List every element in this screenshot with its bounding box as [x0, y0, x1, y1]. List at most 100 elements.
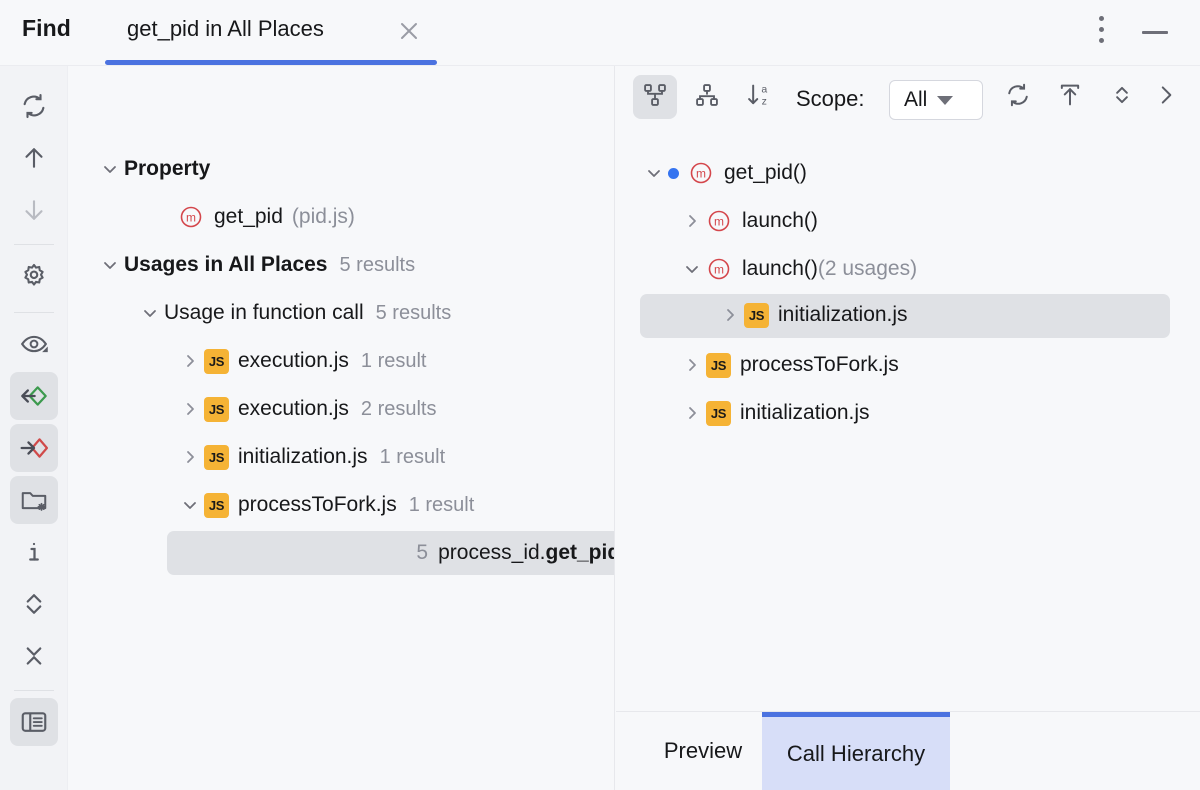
gear-icon	[19, 261, 49, 291]
chevron-right-icon[interactable]	[678, 345, 706, 385]
expand-all-button[interactable]	[10, 580, 58, 628]
collapse-all-icon	[19, 641, 49, 671]
chevron-down-icon	[937, 95, 954, 105]
tree-node-label: Property	[124, 157, 211, 180]
chevron-right-icon[interactable]	[678, 393, 706, 433]
divider	[14, 244, 54, 245]
tree-node-file[interactable]: JS execution.js 2 results	[176, 389, 437, 429]
tree-node-label: Usages in All Places	[124, 253, 328, 276]
rerun-search-button[interactable]	[10, 82, 58, 130]
close-icon[interactable]	[397, 19, 421, 43]
chevron-down-icon[interactable]	[176, 485, 204, 525]
tree-node-count: 1 result	[408, 493, 475, 516]
hierarchy-node-root[interactable]: m get_pid()	[640, 152, 807, 194]
hierarchy-expand-all-button[interactable]	[1100, 75, 1144, 119]
preview-panel-icon	[19, 707, 49, 737]
tree-node-file[interactable]: JS initialization.js 1 result	[176, 437, 445, 477]
tree-node-property-item[interactable]: m get_pid (pid.js)	[178, 197, 355, 237]
callers-hierarchy-button[interactable]	[633, 75, 677, 119]
chevron-down-icon[interactable]	[96, 245, 124, 285]
minimize-icon[interactable]	[1138, 16, 1172, 50]
tree-node-count: 1 result	[360, 349, 427, 372]
tab-preview[interactable]: Preview	[638, 712, 768, 790]
chevron-down-icon[interactable]	[96, 149, 124, 189]
tab-call-hierarchy-label: Call Hierarchy	[786, 740, 926, 766]
chevron-right-icon[interactable]	[176, 341, 204, 381]
hierarchy-node-file[interactable]: JS initialization.js	[678, 392, 870, 434]
tree-node-property-group[interactable]: Property	[96, 149, 210, 189]
js-file-icon: JS	[706, 352, 731, 378]
tree-node-file[interactable]: JS execution.js 1 result	[176, 341, 427, 381]
group-by-directory-button[interactable]	[10, 476, 58, 524]
tab-call-hierarchy[interactable]: Call Hierarchy	[762, 712, 950, 790]
js-file-icon: JS	[204, 396, 229, 422]
toggle-preview-panel-button[interactable]	[10, 698, 58, 746]
hierarchy-toolbar: a z Scope: All	[616, 66, 1200, 132]
hierarchy-node-label: initialization.js	[778, 303, 908, 326]
tree-node-usage-kind[interactable]: Usage in function call 5 results	[136, 293, 451, 333]
chevron-down-icon[interactable]	[678, 249, 706, 289]
tree-node-file: (pid.js)	[291, 205, 355, 228]
sort-alphabetically-icon: a z	[745, 81, 773, 114]
code-match-row[interactable]: 5 process_id.get_pid();	[167, 531, 614, 575]
divider	[14, 312, 54, 313]
hierarchy-node-usages: (2 usages)	[817, 257, 918, 280]
hierarchy-node-file-selected[interactable]: JS initialization.js	[716, 294, 908, 336]
tree-node-label: Usage in function call	[164, 301, 364, 324]
callers-hierarchy-icon	[641, 81, 669, 114]
svg-text:a: a	[761, 83, 767, 95]
tree-node-file[interactable]: JS processToFork.js 1 result	[176, 485, 474, 525]
js-file-icon: JS	[706, 400, 731, 426]
settings-button[interactable]	[10, 252, 58, 300]
arrow-down-icon	[19, 195, 49, 225]
chevron-right-icon[interactable]	[176, 389, 204, 429]
folder-star-icon	[19, 485, 49, 515]
chevron-right-icon[interactable]	[716, 295, 744, 335]
tree-node-label: execution.js	[238, 349, 349, 372]
scope-label: Scope:	[796, 86, 865, 111]
tree-node-count: 5 results	[375, 301, 452, 324]
hierarchy-node-label: processToFork.js	[740, 353, 899, 376]
kebab-menu-icon[interactable]	[1090, 16, 1112, 50]
previous-occurrence-button[interactable]	[10, 134, 58, 182]
chevron-right-icon	[1153, 82, 1179, 113]
svg-text:m: m	[714, 262, 724, 276]
scope-dropdown[interactable]: All	[889, 80, 983, 120]
show-read-access-button[interactable]	[10, 372, 58, 420]
tab-find-results[interactable]: get_pid in All Places	[105, 0, 437, 66]
hierarchy-node-method[interactable]: m launch()	[678, 200, 818, 242]
hierarchy-node-label: initialization.js	[740, 401, 870, 424]
export-to-file-icon	[1056, 81, 1084, 114]
hierarchy-node-method[interactable]: m launch() (2 usages)	[678, 248, 917, 290]
callees-hierarchy-button[interactable]	[685, 75, 729, 119]
hierarchy-node-file[interactable]: JS processToFork.js	[678, 344, 899, 386]
chevron-right-icon[interactable]	[678, 201, 706, 241]
svg-text:m: m	[696, 166, 706, 180]
show-details-button[interactable]	[10, 528, 58, 576]
tree-node-label: execution.js	[238, 397, 349, 420]
page-title: Find	[22, 15, 71, 41]
sort-alphabetically-button[interactable]: a z	[737, 75, 781, 119]
tree-node-count: 1 result	[379, 445, 446, 468]
next-occurrence-button[interactable]	[10, 186, 58, 234]
tab-active-indicator	[105, 60, 437, 65]
tree-node-usages-group[interactable]: Usages in All Places 5 results	[96, 245, 415, 285]
hierarchy-node-label: launch()	[742, 209, 818, 232]
hierarchy-more-button[interactable]	[1144, 75, 1188, 119]
preview-usages-button[interactable]	[10, 320, 58, 368]
expand-all-icon	[19, 589, 49, 619]
show-write-access-button[interactable]	[10, 424, 58, 472]
collapse-all-button[interactable]	[10, 632, 58, 680]
method-icon: m	[706, 208, 732, 234]
export-to-file-button[interactable]	[1048, 75, 1092, 119]
method-icon: m	[178, 204, 204, 230]
scope-value: All	[904, 88, 928, 111]
left-toolbar	[0, 66, 68, 790]
chevron-down-icon[interactable]	[640, 153, 668, 193]
chevron-down-icon[interactable]	[136, 293, 164, 333]
hierarchy-refresh-button[interactable]	[996, 75, 1040, 119]
tab-label: get_pid in All Places	[127, 16, 324, 41]
hierarchy-node-label: get_pid()	[724, 161, 807, 184]
chevron-right-icon[interactable]	[176, 437, 204, 477]
